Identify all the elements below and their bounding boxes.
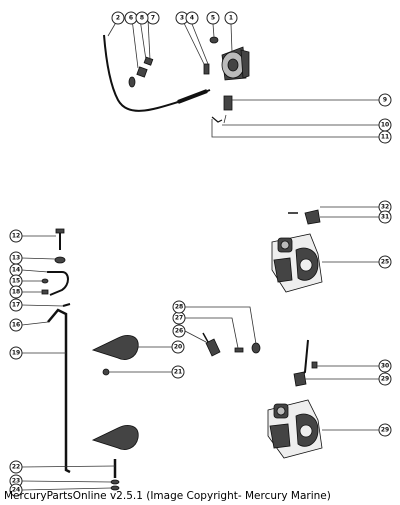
callout-4[interactable]: 4 xyxy=(185,11,199,25)
svg-text:11: 11 xyxy=(381,134,389,141)
svg-text:14: 14 xyxy=(12,267,20,274)
callout-5[interactable]: 5 xyxy=(206,11,220,25)
callout-29-upper[interactable]: 29 xyxy=(378,372,392,386)
callout-7[interactable]: 7 xyxy=(146,11,160,25)
image-caption: MercuryPartsOnline v2.5.1 (Image Copyrig… xyxy=(4,490,331,502)
callout-12[interactable]: 12 xyxy=(9,229,23,243)
svg-text:17: 17 xyxy=(12,302,20,309)
callout-1[interactable]: 1 xyxy=(224,11,238,25)
svg-text:18: 18 xyxy=(12,289,20,296)
svg-text:7: 7 xyxy=(151,15,155,22)
callout-26[interactable]: 26 xyxy=(172,324,186,338)
carburetor-upper xyxy=(271,209,323,293)
callout-27[interactable]: 27 xyxy=(172,311,186,325)
callout-16[interactable]: 16 xyxy=(9,318,23,332)
callout-15[interactable]: 15 xyxy=(9,274,23,288)
callout-24[interactable]: 24 xyxy=(9,483,23,497)
callout-9[interactable]: 9 xyxy=(378,93,392,107)
callout-31[interactable]: 31 xyxy=(378,210,392,224)
svg-text:13: 13 xyxy=(12,255,20,262)
svg-text:27: 27 xyxy=(175,315,183,322)
svg-text:9: 9 xyxy=(383,97,387,104)
callout-21[interactable]: 21 xyxy=(171,365,185,379)
svg-text:8: 8 xyxy=(140,15,144,22)
throttle-linkage-assembly xyxy=(41,228,139,491)
callout-2[interactable]: 2 xyxy=(111,11,125,25)
svg-text:15: 15 xyxy=(12,278,20,285)
callout-10[interactable]: 10 xyxy=(378,118,392,132)
svg-text:29: 29 xyxy=(381,427,389,434)
svg-text:1: 1 xyxy=(229,15,233,22)
callout-30[interactable]: 30 xyxy=(378,359,392,373)
svg-text:30: 30 xyxy=(381,363,389,370)
svg-text:25: 25 xyxy=(381,259,389,266)
callout-32[interactable]: 32 xyxy=(378,200,392,214)
svg-text:2: 2 xyxy=(116,15,120,22)
callout-14[interactable]: 14 xyxy=(9,263,23,277)
svg-text:6: 6 xyxy=(129,15,133,22)
callout-8[interactable]: 8 xyxy=(135,11,149,25)
svg-text:26: 26 xyxy=(175,328,183,335)
carburetor-lower xyxy=(267,339,323,459)
callout-29-lower[interactable]: 29 xyxy=(378,423,392,437)
svg-text:19: 19 xyxy=(12,350,20,357)
svg-text:29: 29 xyxy=(381,376,389,383)
svg-text:20: 20 xyxy=(174,344,182,351)
svg-text:23: 23 xyxy=(12,478,20,485)
svg-text:5: 5 xyxy=(211,15,215,22)
svg-text:24: 24 xyxy=(12,487,20,494)
callout-13[interactable]: 13 xyxy=(9,251,23,265)
fitting-parts xyxy=(202,332,261,357)
callout-20[interactable]: 20 xyxy=(171,340,185,354)
svg-text:3: 3 xyxy=(180,15,184,22)
callout-11[interactable]: 11 xyxy=(378,130,392,144)
svg-text:21: 21 xyxy=(174,369,182,376)
svg-text:32: 32 xyxy=(381,204,389,211)
callout-17[interactable]: 17 xyxy=(9,298,23,312)
svg-text:28: 28 xyxy=(175,304,183,311)
leader-lines xyxy=(21,18,380,491)
svg-text:4: 4 xyxy=(190,15,194,22)
svg-text:22: 22 xyxy=(12,464,20,471)
svg-text:16: 16 xyxy=(12,322,20,329)
svg-text:10: 10 xyxy=(381,122,389,129)
callout-25[interactable]: 25 xyxy=(378,255,392,269)
callout-28[interactable]: 28 xyxy=(172,300,186,314)
svg-text:31: 31 xyxy=(381,214,389,221)
svg-text:12: 12 xyxy=(12,233,20,240)
callout-6[interactable]: 6 xyxy=(124,11,138,25)
callout-19[interactable]: 19 xyxy=(9,346,23,360)
callout-18[interactable]: 18 xyxy=(9,285,23,299)
callout-22[interactable]: 22 xyxy=(9,460,23,474)
solenoid-assembly xyxy=(103,34,250,124)
